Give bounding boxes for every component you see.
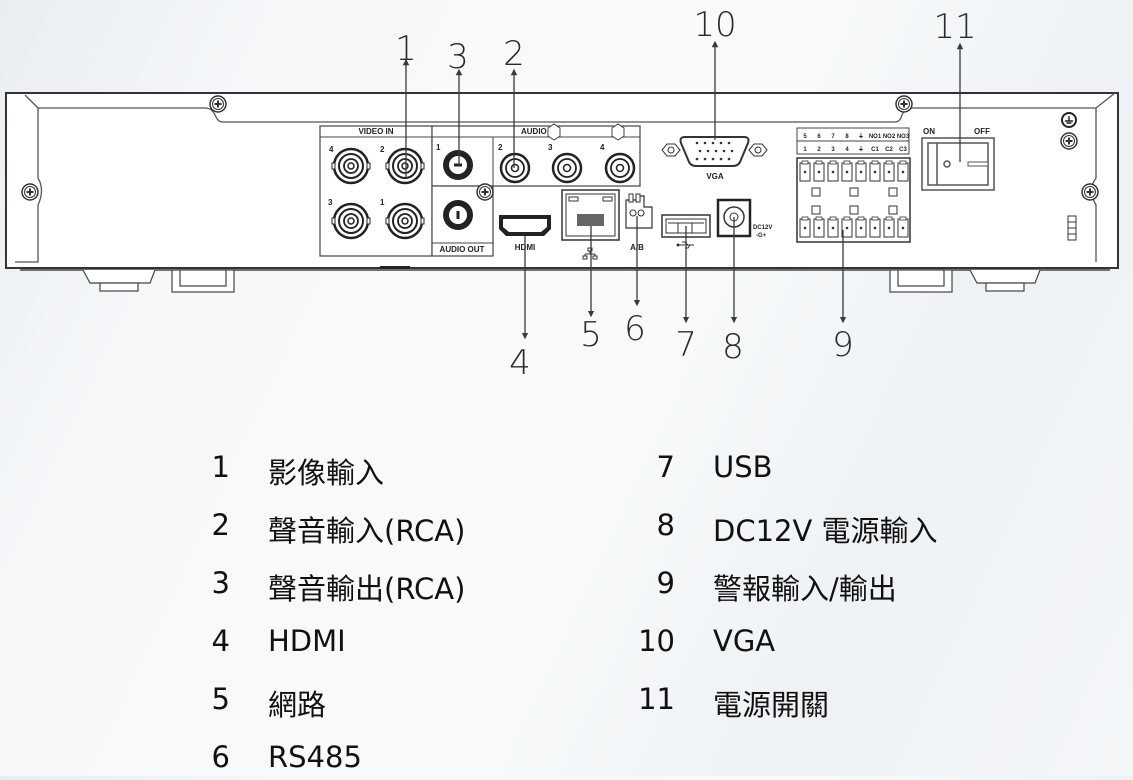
network-icon (582, 247, 598, 260)
legend-number: 6 (211, 740, 230, 774)
legend-label: 警報輸入/輸出 (713, 572, 897, 606)
legend-number: 11 (638, 682, 675, 716)
alarm-pin-label: ⏚ (858, 146, 864, 153)
callout-11: 11 (933, 7, 976, 47)
screw-icon (1081, 183, 1099, 201)
terminal-pin (869, 160, 881, 182)
legend-number: 7 (656, 450, 675, 484)
alarm-pin-label: NO1 (869, 134, 882, 140)
terminal-pin (855, 216, 867, 238)
terminal-pin (855, 160, 867, 182)
terminal-pin (813, 160, 825, 182)
legend-label: RS485 (268, 740, 362, 774)
terminal-pin (897, 160, 909, 182)
port-number: 3 (328, 198, 333, 207)
legend-label: DC12V 電源輸入 (713, 514, 938, 548)
audio-ports: AUDIO IN AUDIO OUT 1 2 3 4 (431, 123, 641, 257)
terminal-pin (841, 160, 853, 182)
callout-2: 2 (503, 34, 525, 74)
legend-label: 聲音輸出(RCA) (268, 572, 466, 606)
dc-polarity-label: -G+ (756, 233, 767, 239)
legend-label: 網路 (268, 688, 327, 722)
legend-number: 9 (656, 566, 675, 600)
legend-number: 3 (211, 566, 230, 600)
legend-number: 4 (211, 624, 230, 658)
legend-number: 5 (211, 682, 230, 716)
alarm-pin-label: C1 (871, 147, 879, 153)
on-label: ON (923, 127, 935, 136)
callout-3: 3 (447, 37, 469, 77)
port-number: 4 (329, 145, 334, 154)
legend-label: 電源開關 (713, 688, 830, 722)
screw-icon (209, 95, 227, 113)
terminal-pin (869, 216, 881, 238)
alarm-pin-label: ⏚ (858, 133, 864, 140)
vent-icon (1067, 215, 1077, 241)
callout-6: 6 (624, 309, 646, 349)
port-number: 1 (380, 198, 385, 207)
power-switch: ON OFF (921, 127, 995, 191)
terminal-pin (799, 216, 811, 238)
alarm-pin-label: NO3 (897, 134, 910, 140)
off-label: OFF (974, 127, 990, 136)
audio-in-label: AUDIO IN (521, 127, 557, 136)
legend-number: 2 (211, 508, 230, 542)
legend-label: USB (713, 450, 773, 484)
vga-label: VGA (706, 172, 724, 181)
alarm-pin-label: NO2 (883, 134, 896, 140)
alarm-pin-label: 4 (845, 147, 849, 153)
port-number: 2 (380, 145, 385, 154)
vga-port: VGA (661, 136, 768, 181)
ground-icon (1061, 112, 1077, 128)
alarm-pin-label: 7 (831, 134, 835, 140)
legend-number: 1 (211, 450, 230, 484)
port-number: 1 (436, 143, 441, 152)
alarm-pin-label: C2 (885, 147, 893, 153)
terminal-pin (883, 160, 895, 182)
alarm-pin-label: C3 (899, 147, 907, 153)
dvr-rear-panel-diagram: VIDEO IN 4 2 3 1 AUDIO IN AUDIO OUT 1 2 … (5, 5, 1119, 383)
dc-label: DC12V (753, 225, 772, 231)
alarm-pin-label: 8 (845, 134, 849, 140)
terminal-pin (827, 216, 839, 238)
alarm-pin-label: 1 (803, 147, 807, 153)
alarm-pin-label: 6 (817, 134, 821, 140)
audio-out-label: AUDIO OUT (440, 245, 485, 254)
port-number: 3 (548, 143, 553, 152)
terminal-pin (827, 160, 839, 182)
port-number: 4 (600, 143, 605, 152)
callout-9: 9 (832, 325, 854, 365)
callout-5: 5 (580, 315, 602, 355)
legend-label: HDMI (268, 624, 346, 658)
callout-lines (402, 40, 964, 340)
legend-label: VGA (713, 624, 776, 658)
callout-1: 1 (395, 29, 417, 69)
screw-icon (895, 95, 913, 113)
alarm-pin-label: 2 (817, 147, 821, 153)
foot (82, 269, 1041, 293)
legend-number: 8 (656, 508, 675, 542)
terminal-pin (897, 216, 909, 238)
port-number: 2 (498, 143, 503, 152)
screw-icon (1060, 132, 1078, 150)
legend-label: 聲音輸入(RCA) (268, 514, 466, 548)
callout-10: 10 (693, 5, 736, 45)
terminal-pin (799, 160, 811, 182)
alarm-pin-label: 5 (803, 134, 807, 140)
callout-numbers: 1 3 2 10 11 4 5 6 7 8 9 (395, 5, 976, 383)
screw-icon (21, 183, 39, 201)
callout-8: 8 (722, 327, 744, 367)
callout-7: 7 (675, 325, 697, 365)
legend-number: 10 (638, 624, 675, 658)
video-in-ports: VIDEO IN 4 2 3 1 (319, 125, 433, 257)
terminal-pin (883, 216, 895, 238)
legend-label: 影像輸入 (268, 456, 385, 490)
terminal-pin (813, 216, 825, 238)
alarm-pin-label: 3 (831, 147, 835, 153)
callout-4: 4 (509, 343, 531, 383)
video-in-label: VIDEO IN (358, 127, 393, 136)
